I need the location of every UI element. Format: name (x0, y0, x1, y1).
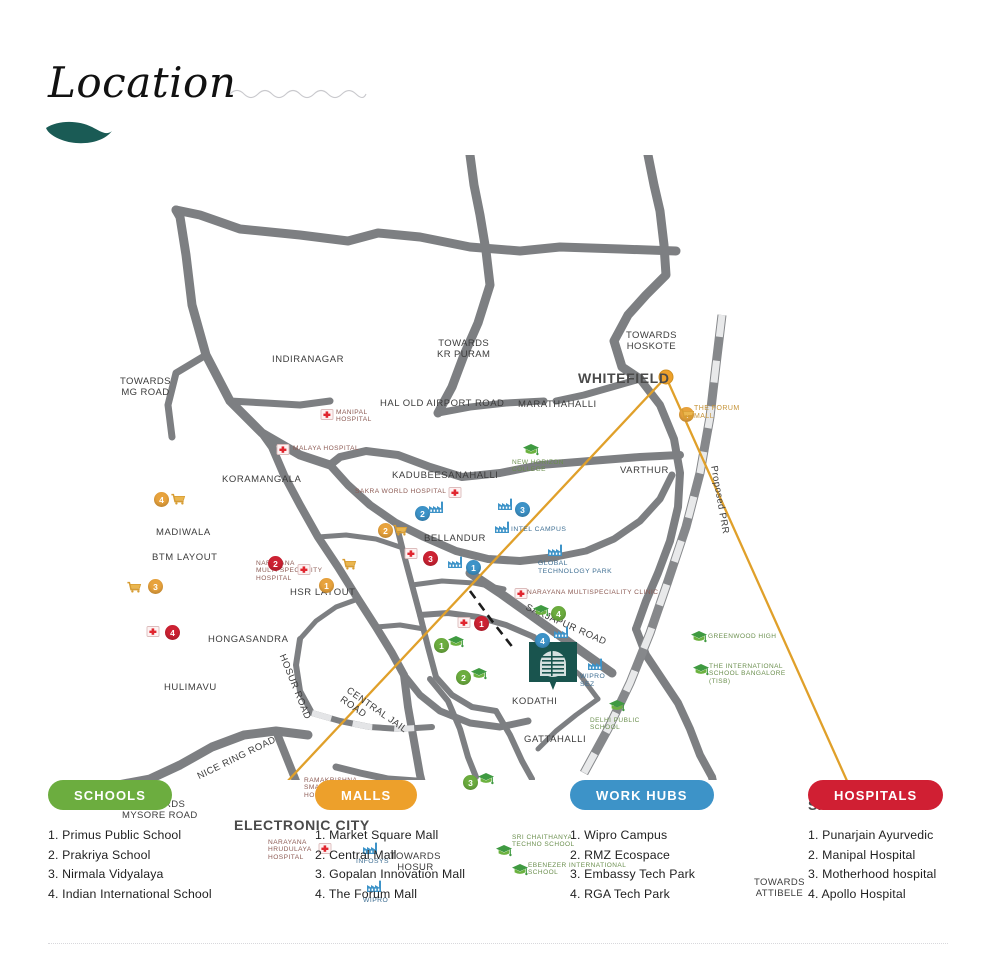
hospital-marker-badge[interactable]: 1 (474, 616, 489, 631)
school-poi-icon (690, 630, 708, 648)
school-marker-icon (477, 772, 495, 790)
mall-marker-badge[interactable]: 4 (154, 492, 169, 507)
hospital-marker-icon (404, 547, 418, 565)
hospital-poi-icon (276, 443, 290, 461)
work-marker-badge[interactable]: 4 (535, 633, 550, 648)
school-poi-icon (608, 699, 626, 717)
legend-column-schools: SCHOOLS 1. Primus Public School 2. Prakriy… (48, 780, 212, 905)
legend-list-item: 1. Market Square Mall (315, 828, 439, 842)
school-poi-icon (495, 844, 513, 862)
legend-list-item: 2. RMZ Ecospace (570, 847, 670, 862)
whitefield-node (658, 369, 674, 385)
legend-list-item: 3. Nirmala Vidyalaya (48, 867, 164, 882)
legend-list-item: 4. RGA Tech Park (570, 887, 670, 902)
legend-list-item: 4. The Forum Mall (315, 887, 418, 902)
legend-list-item: 2. Prakriya School (48, 847, 151, 862)
work-marker-icon (428, 500, 444, 519)
legend-list-item: 2. Manipal Hospital (808, 847, 916, 862)
hospital-poi-icon (320, 408, 334, 426)
hospital-marker-badge[interactable]: 3 (423, 551, 438, 566)
work-marker-icon (497, 497, 513, 516)
legend-pill-hospitals[interactable]: HOSPITALS (808, 780, 944, 810)
school-poi-icon (511, 863, 529, 881)
school-marker-badge[interactable]: 1 (434, 638, 449, 653)
legend-list: 1. Punarjain Ayurvedic 2. Manipal Hospita… (808, 826, 943, 905)
legend-column-malls: MALLS 1. Market Square Mall 2. Central Mal… (315, 780, 465, 905)
school-marker-badge[interactable]: 3 (463, 775, 478, 790)
legend-pill-schools[interactable]: SCHOOLS (48, 780, 172, 810)
mall-marker-icon (341, 557, 357, 575)
mall-marker-icon (170, 492, 186, 510)
page-header: Location (0, 0, 995, 160)
footer-divider (48, 943, 948, 944)
mall-marker-icon (126, 580, 142, 598)
school-poi-icon (522, 443, 540, 461)
legend-list-item: 3. Embassy Tech Park (570, 867, 696, 882)
legend-list-item: 1. Punarjain Ayurvedic (808, 828, 934, 842)
map-roads-layer (120, 155, 848, 780)
map-legend: SCHOOLS 1. Primus Public School 2. Prakriy… (0, 780, 995, 960)
legend-list-item: 1. Wipro Campus (570, 828, 668, 842)
hospital-marker-icon (457, 616, 471, 634)
legend-list-item: 4. Indian International School (48, 887, 212, 902)
leaf-accent-icon (46, 121, 112, 144)
page-title: Location (48, 58, 237, 107)
workhub-poi-icon (494, 520, 510, 539)
legend-list-item: 1. Primus Public School (48, 828, 182, 842)
mall-marker-icon (679, 407, 695, 425)
work-marker-icon (447, 555, 463, 574)
legend-list-item: 3. Gopalan Innovation Mall (315, 867, 466, 882)
legend-list-item: 3. Motherhood hospital (808, 867, 937, 882)
workhub-poi-icon (366, 879, 382, 898)
workhub-poi-icon (547, 543, 563, 562)
legend-list-item: 4. Apollo Hospital (808, 887, 906, 902)
legend-column-work-hubs: WORK HUBS 1. Wipro Campus 2. RMZ Ecospace 3… (570, 780, 714, 905)
legend-column-hospitals: HOSPITALS 1. Punarjain Ayurvedic 2. Manipa… (808, 780, 944, 905)
mall-marker-badge[interactable]: 3 (148, 579, 163, 594)
work-marker-badge[interactable]: 1 (466, 560, 481, 575)
hospital-marker-icon (146, 625, 160, 643)
hospital-poi-icon (448, 486, 462, 504)
legend-list-item: 2. Central Mall (315, 847, 397, 862)
mall-marker-badge[interactable]: 2 (378, 523, 393, 538)
mall-marker-icon (392, 523, 408, 541)
legend-list: 1. Primus Public School 2. Prakriya Schoo… (48, 826, 212, 905)
school-marker-icon (470, 667, 488, 685)
legend-pill-malls[interactable]: MALLS (315, 780, 418, 810)
legend-list: 1. Wipro Campus 2. RMZ Ecospace 3. Embassy… (570, 826, 714, 905)
school-marker-icon (447, 635, 465, 653)
work-marker-badge[interactable]: 3 (515, 502, 530, 517)
school-marker-badge[interactable]: 2 (456, 670, 471, 685)
hospital-marker-badge[interactable]: 2 (268, 556, 283, 571)
workhub-poi-icon (587, 657, 603, 676)
school-marker-badge[interactable]: 4 (551, 606, 566, 621)
hospital-poi-icon (514, 587, 528, 605)
mall-marker-badge[interactable]: 1 (319, 578, 334, 593)
school-marker-icon (532, 604, 550, 622)
school-poi-icon (692, 663, 710, 681)
legend-list: 1. Market Square Mall 2. Central Mall 3. G… (315, 826, 465, 905)
hospital-marker-badge[interactable]: 4 (165, 625, 180, 640)
work-marker-icon (553, 625, 569, 644)
work-marker-badge[interactable]: 2 (415, 506, 430, 521)
legend-pill-work-hubs[interactable]: WORK HUBS (570, 780, 714, 810)
wave-squiggle-divider (229, 89, 367, 99)
workhub-poi-icon (362, 841, 378, 860)
project-site-marker[interactable] (529, 642, 583, 699)
hospital-poi-icon (297, 563, 311, 581)
hospital-poi-icon (318, 842, 332, 860)
